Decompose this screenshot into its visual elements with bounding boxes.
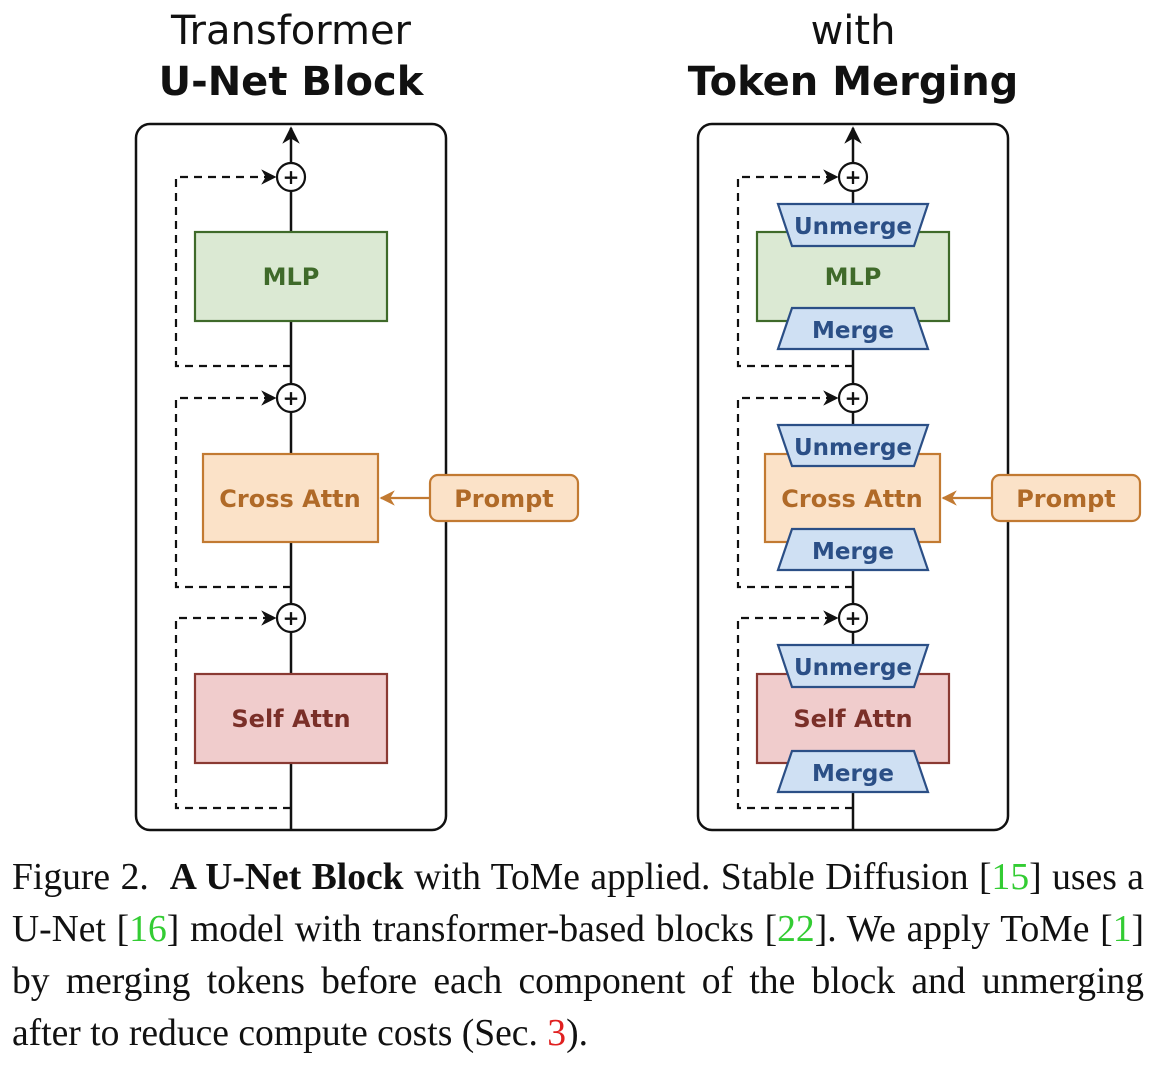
- caption-text-4: ]. We apply ToMe [: [814, 909, 1113, 950]
- right-self-attn-unmerge: Unmerge: [776, 643, 930, 689]
- right-mlp-merge: Merge: [776, 306, 930, 351]
- right-self-attn-merge: Merge: [776, 749, 930, 794]
- caption-text-3: ] model with transformer-based blocks [: [166, 909, 778, 950]
- right-cross-attn-merge: Merge: [776, 527, 930, 572]
- caption-text-6: ).: [566, 1013, 588, 1054]
- right-cross-attn-label: Cross Attn: [781, 485, 922, 513]
- right-self-attn-unmerge-label: Unmerge: [794, 655, 912, 681]
- left-add-node-top: +: [275, 161, 307, 193]
- caption-bold-title: A U-Net Block: [169, 857, 404, 898]
- left-cross-attn-block: Cross Attn: [201, 452, 380, 544]
- left-prompt-box: Prompt: [428, 473, 580, 523]
- right-prompt-label: Prompt: [1016, 485, 1116, 513]
- right-prompt-box: Prompt: [990, 473, 1142, 523]
- figure-caption: Figure 2. A U-Net Block with ToMe applie…: [12, 852, 1144, 1060]
- right-cross-attn-unmerge: Unmerge: [776, 423, 930, 468]
- left-self-attn-label: Self Attn: [231, 705, 350, 733]
- caption-ref-sec-3[interactable]: 3: [547, 1013, 567, 1054]
- right-mlp-unmerge: Unmerge: [776, 202, 930, 248]
- left-add-node-bottom: +: [275, 602, 307, 634]
- right-cross-attn-merge-label: Merge: [812, 539, 894, 565]
- right-cross-attn-block: Cross Attn: [763, 452, 942, 544]
- svg-text:+: +: [283, 165, 300, 189]
- caption-text-5: ] by merging tokens before each componen…: [12, 909, 1144, 1054]
- right-panel: with Token Merging + + + MLP: [688, 8, 1142, 832]
- left-mlp-label: MLP: [263, 263, 320, 291]
- svg-text:+: +: [845, 606, 862, 630]
- caption-ref-16[interactable]: 16: [129, 909, 167, 950]
- caption-text-1: with ToMe applied. Stable Diffusion [: [414, 857, 992, 898]
- caption-text-2: ] uses a U-Net [: [12, 857, 1144, 950]
- right-add-node-top: +: [837, 161, 869, 193]
- svg-text:+: +: [283, 386, 300, 410]
- right-cross-attn-unmerge-label: Unmerge: [794, 435, 912, 461]
- svg-text:+: +: [283, 606, 300, 630]
- caption-ref-22[interactable]: 22: [777, 909, 815, 950]
- caption-ref-15[interactable]: 15: [991, 857, 1030, 898]
- svg-text:+: +: [845, 386, 862, 410]
- left-title-line2: U-Net Block: [159, 59, 425, 105]
- svg-text:+: +: [845, 165, 862, 189]
- right-mlp-merge-label: Merge: [812, 318, 894, 344]
- left-prompt-label: Prompt: [454, 485, 554, 513]
- right-mlp-unmerge-label: Unmerge: [794, 214, 912, 240]
- left-cross-attn-label: Cross Attn: [219, 485, 360, 513]
- right-add-node-middle: +: [837, 382, 869, 414]
- right-self-attn-block: Self Attn: [755, 672, 951, 765]
- left-title-line1: Transformer: [170, 8, 412, 54]
- token-merging-diagram: Transformer U-Net Block + + +: [134, 8, 1142, 832]
- caption-figure-label: Figure 2.: [12, 857, 149, 898]
- right-add-node-bottom: +: [837, 602, 869, 634]
- right-title-line1: with: [811, 8, 896, 54]
- caption-ref-1[interactable]: 1: [1112, 909, 1132, 950]
- left-add-node-middle: +: [275, 382, 307, 414]
- right-mlp-label: MLP: [825, 263, 882, 291]
- right-self-attn-merge-label: Merge: [812, 761, 894, 787]
- right-self-attn-label: Self Attn: [793, 705, 912, 733]
- left-panel: Transformer U-Net Block + + +: [134, 8, 580, 832]
- left-mlp-block: MLP: [193, 230, 389, 323]
- left-self-attn-block: Self Attn: [193, 672, 389, 765]
- right-title-line2: Token Merging: [688, 59, 1019, 105]
